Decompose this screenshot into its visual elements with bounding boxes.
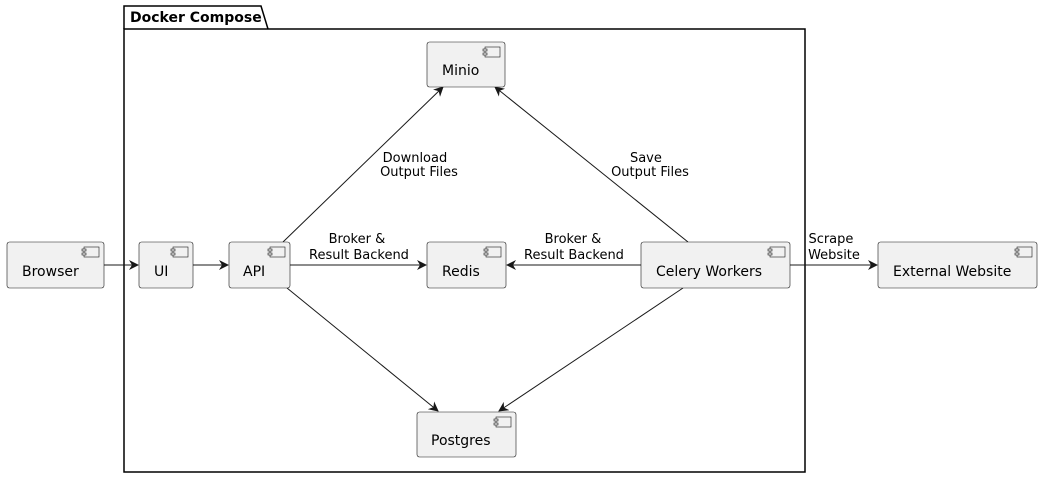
- node-ui-label: UI: [154, 264, 168, 280]
- component-icon: [1014, 246, 1033, 258]
- edge-api-postgres: [286, 287, 439, 412]
- component-icon: [170, 246, 189, 258]
- component-icon: [267, 246, 286, 258]
- node-browser: Browser: [6, 241, 105, 289]
- node-celery-label: Celery Workers: [656, 264, 762, 280]
- component-icon: [493, 416, 512, 428]
- component-icon: [482, 46, 501, 58]
- node-redis: Redis: [426, 241, 507, 289]
- node-postgres-label: Postgres: [431, 433, 491, 449]
- edge-celery-postgres: [498, 287, 684, 412]
- component-icon: [483, 246, 502, 258]
- group-frame: [123, 28, 806, 473]
- node-browser-label: Browser: [22, 264, 79, 280]
- node-api-label: API: [243, 264, 265, 280]
- node-external-box: [877, 241, 1038, 289]
- docker-compose-group: Docker Compose: [123, 5, 806, 473]
- node-postgres-box: [416, 411, 517, 458]
- node-api: API: [228, 241, 291, 289]
- group-tab: [123, 5, 269, 30]
- edge-label-api-redis: Broker & Result Backend: [309, 232, 409, 263]
- group-title: Docker Compose: [130, 10, 262, 26]
- node-browser-box: [6, 241, 105, 289]
- edge-label-celery-redis: Broker & Result Backend: [524, 232, 624, 263]
- edge-celery-minio: [494, 86, 689, 243]
- edge-label-celery-minio: Save Output Files: [611, 151, 689, 180]
- node-celery-box: [640, 241, 791, 289]
- node-ui: UI: [138, 241, 194, 289]
- node-external-label: External Website: [893, 264, 1011, 280]
- component-icon: [81, 246, 100, 258]
- edge-label-celery-external: Scrape Website: [808, 232, 860, 263]
- edges: [104, 86, 878, 412]
- node-postgres: Postgres: [416, 411, 517, 458]
- edge-label-api-minio: Download Output Files: [380, 151, 458, 180]
- edge-labels: Download Output Files Save Output Files …: [309, 151, 860, 263]
- node-celery: Celery Workers: [640, 241, 791, 289]
- node-external: External Website: [877, 241, 1038, 289]
- node-minio-label: Minio: [442, 63, 479, 79]
- edge-api-minio: [282, 86, 444, 243]
- node-redis-label: Redis: [442, 264, 480, 280]
- node-minio: Minio: [426, 41, 506, 88]
- component-icon: [767, 246, 786, 258]
